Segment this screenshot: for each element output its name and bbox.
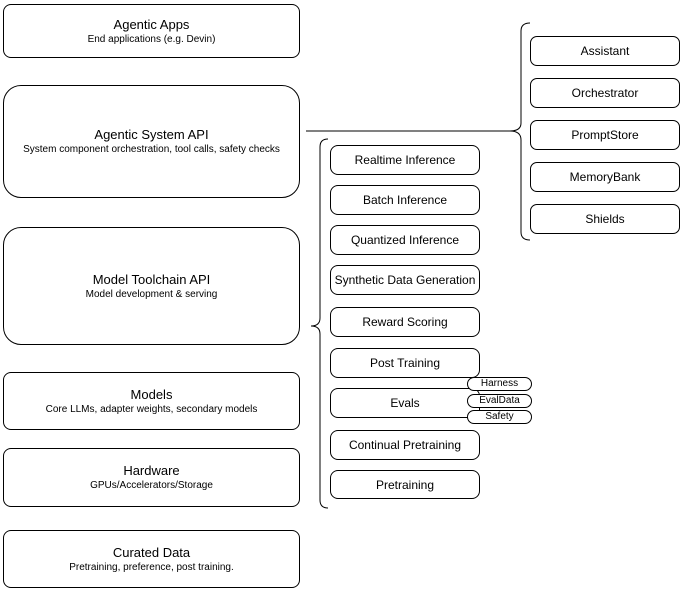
node-label: Shields bbox=[585, 212, 625, 226]
node-label: Quantized Inference bbox=[350, 233, 460, 247]
node-label: Batch Inference bbox=[362, 193, 448, 207]
node-title: Agentic System API bbox=[94, 127, 209, 142]
node-assistant[interactable]: Assistant bbox=[530, 36, 680, 66]
system-group-brace bbox=[509, 22, 531, 241]
node-realtime-inference[interactable]: Realtime Inference bbox=[330, 145, 480, 175]
node-label: Post Training bbox=[369, 356, 441, 370]
node-models[interactable]: Models Core LLMs, adapter weights, secon… bbox=[3, 372, 300, 430]
node-reward-scoring[interactable]: Reward Scoring bbox=[330, 307, 480, 337]
node-batch-inference[interactable]: Batch Inference bbox=[330, 185, 480, 215]
pill-harness[interactable]: Harness bbox=[467, 377, 532, 391]
node-title: Curated Data bbox=[112, 544, 191, 560]
node-post-training[interactable]: Post Training bbox=[330, 348, 480, 378]
node-model-toolchain-api[interactable]: Model Toolchain API Model development & … bbox=[3, 227, 300, 345]
node-title: Models bbox=[130, 386, 173, 402]
node-pretraining[interactable]: Pretraining bbox=[330, 470, 480, 499]
node-evals[interactable]: Evals bbox=[330, 388, 480, 418]
node-label: Assistant bbox=[580, 44, 630, 58]
node-agentic-apps[interactable]: Agentic Apps End applications (e.g. Devi… bbox=[3, 4, 300, 58]
node-promptstore[interactable]: PromptStore bbox=[530, 120, 680, 150]
node-label: Realtime Inference bbox=[354, 153, 456, 167]
pill-safety[interactable]: Safety bbox=[467, 410, 532, 424]
node-hardware[interactable]: Hardware GPUs/Accelerators/Storage bbox=[3, 448, 300, 507]
pill-evaldata[interactable]: EvalData bbox=[467, 394, 532, 408]
node-subtitle: System component orchestration, tool cal… bbox=[23, 144, 280, 155]
pill-label: EvalData bbox=[479, 395, 520, 406]
toolchain-group-brace bbox=[310, 138, 329, 509]
node-memorybank[interactable]: MemoryBank bbox=[530, 162, 680, 192]
node-continual-pretraining[interactable]: Continual Pretraining bbox=[330, 430, 480, 460]
node-orchestrator[interactable]: Orchestrator bbox=[530, 78, 680, 108]
pill-label: Harness bbox=[480, 378, 519, 389]
node-subtitle: GPUs/Accelerators/Storage bbox=[90, 480, 213, 491]
node-label: PromptStore bbox=[571, 128, 639, 142]
node-label: Synthetic Data Generation bbox=[334, 273, 476, 287]
node-label: Continual Pretraining bbox=[348, 438, 462, 452]
node-synthetic-data-generation[interactable]: Synthetic Data Generation bbox=[330, 265, 480, 295]
node-curated-data[interactable]: Curated Data Pretraining, preference, po… bbox=[3, 530, 300, 588]
node-shields[interactable]: Shields bbox=[530, 204, 680, 234]
node-agentic-system-api[interactable]: Agentic System API System component orch… bbox=[3, 85, 300, 198]
node-label: MemoryBank bbox=[569, 170, 641, 184]
node-label: Evals bbox=[390, 396, 420, 410]
node-label: Pretraining bbox=[375, 477, 435, 492]
node-quantized-inference[interactable]: Quantized Inference bbox=[330, 225, 480, 255]
node-subtitle: Model development & serving bbox=[85, 288, 218, 300]
pill-label: Safety bbox=[485, 411, 514, 422]
node-title: Hardware bbox=[123, 463, 180, 478]
node-label: Orchestrator bbox=[571, 86, 639, 100]
node-title: Agentic Apps bbox=[113, 16, 190, 32]
node-subtitle: Core LLMs, adapter weights, secondary mo… bbox=[45, 403, 258, 415]
node-subtitle: End applications (e.g. Devin) bbox=[87, 33, 216, 45]
node-title: Model Toolchain API bbox=[92, 271, 211, 287]
node-subtitle: Pretraining, preference, post training. bbox=[69, 561, 234, 573]
node-label: Reward Scoring bbox=[362, 315, 448, 329]
